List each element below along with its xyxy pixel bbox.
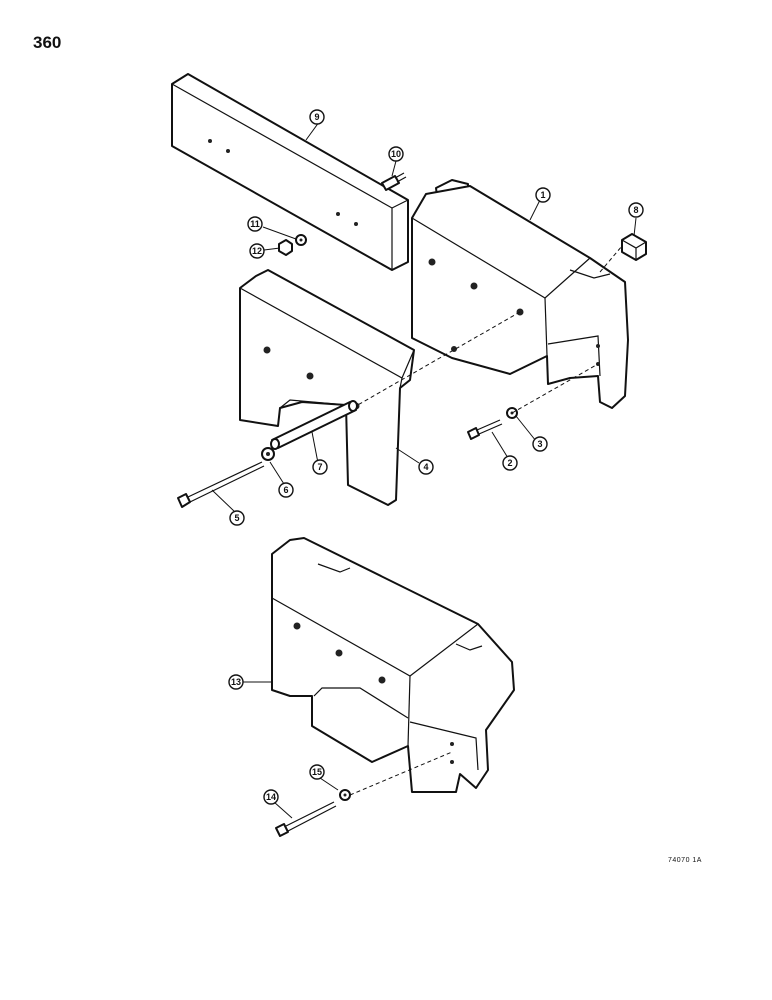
callout-4: 4 — [418, 459, 434, 475]
part-6-washer — [261, 447, 275, 461]
callout-14: 14 — [263, 789, 279, 805]
part-4-weight — [239, 269, 415, 506]
svg-text:6: 6 — [283, 485, 288, 495]
callout-1: 1 — [535, 187, 551, 203]
svg-text:8: 8 — [633, 205, 638, 215]
callout-9: 9 — [309, 109, 325, 125]
svg-text:15: 15 — [312, 767, 322, 777]
callout-11: 11 — [247, 216, 263, 232]
part-1-weight — [411, 179, 629, 409]
svg-text:9: 9 — [314, 112, 319, 122]
svg-text:2: 2 — [507, 458, 512, 468]
svg-text:14: 14 — [266, 792, 276, 802]
svg-text:5: 5 — [234, 513, 239, 523]
callout-5: 5 — [229, 510, 245, 526]
svg-text:3: 3 — [537, 439, 542, 449]
part-7-tube — [270, 400, 358, 450]
assembly-centerlines — [349, 245, 623, 796]
callout-3: 3 — [532, 436, 548, 452]
svg-text:7: 7 — [317, 462, 322, 472]
part-5-bolt — [177, 461, 265, 508]
svg-text:10: 10 — [391, 149, 401, 159]
callout-6: 6 — [278, 482, 294, 498]
part-8-block — [621, 233, 647, 261]
part-12-nut — [278, 239, 293, 256]
part-14-bolt — [275, 801, 337, 837]
part-9-plate — [171, 73, 409, 271]
leader-lines — [211, 117, 637, 819]
callout-8: 8 — [628, 202, 644, 218]
part-10-bolt — [381, 172, 407, 191]
callout-7: 7 — [312, 459, 328, 475]
part-2-bolt — [467, 419, 503, 440]
callout-2: 2 — [502, 455, 518, 471]
svg-text:4: 4 — [423, 462, 428, 472]
part-15-washer — [339, 789, 351, 801]
svg-text:13: 13 — [231, 677, 241, 687]
svg-text:12: 12 — [252, 246, 262, 256]
callout-13: 13 — [228, 674, 244, 690]
part-11-washer — [295, 234, 307, 246]
drawing-code: 74070 1A — [668, 857, 702, 864]
callout-10: 10 — [388, 146, 404, 162]
svg-text:1: 1 — [540, 190, 545, 200]
svg-text:11: 11 — [250, 219, 260, 229]
callout-15: 15 — [309, 764, 325, 780]
part-13-weight — [271, 537, 515, 793]
page-number: 360 — [33, 33, 62, 52]
callout-12: 12 — [249, 243, 265, 259]
